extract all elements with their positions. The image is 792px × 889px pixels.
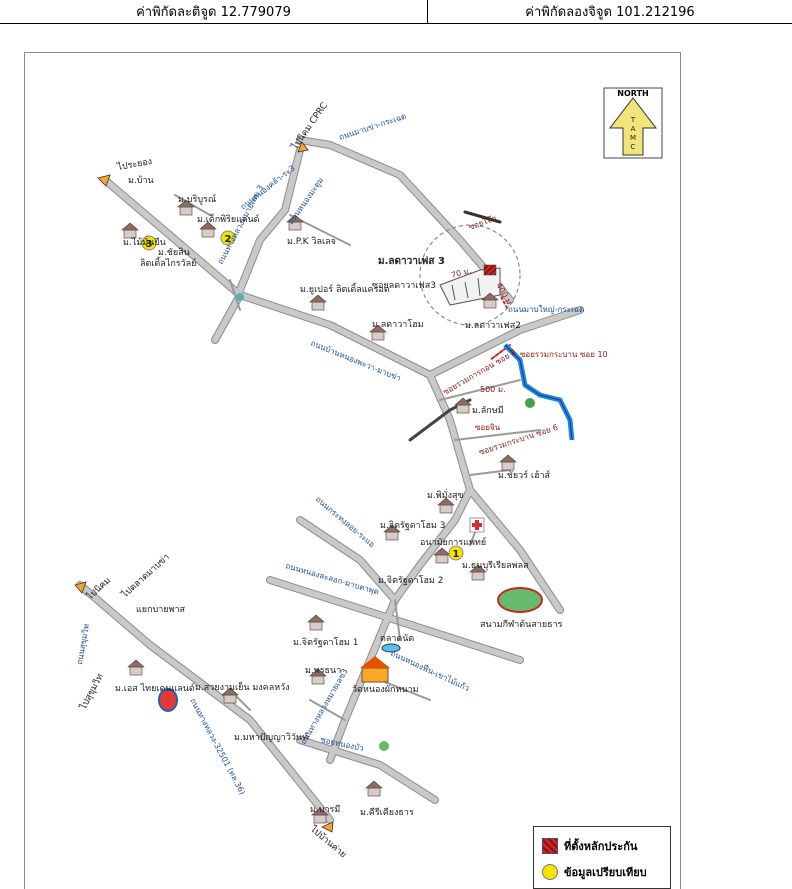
house-icon	[499, 454, 517, 471]
svg-text:ม.ลดาวาเฟส2: ม.ลดาวาเฟส2	[465, 321, 521, 331]
svg-text:T: T	[630, 116, 636, 124]
comparable-marker-1: 1	[448, 545, 464, 561]
svg-text:ม.มหาปัญญาวิวันท์: ม.มหาปัญญาวิวันท์	[234, 731, 308, 743]
svg-text:ม.พรธนา: ม.พรธนา	[305, 666, 341, 676]
canal	[503, 343, 575, 441]
longitude-cell: ค่าพิกัดลองจิจูด 101.212196	[427, 0, 792, 24]
svg-text:500 ม.: 500 ม.	[480, 385, 506, 394]
comparable-marker-3: 3	[141, 235, 157, 251]
north-arrow-icon: NORTH T A M C	[603, 87, 663, 159]
house-icon	[307, 614, 325, 631]
svg-text:ม.จิตรัฐดาโฮม 3: ม.จิตรัฐดาโฮม 3	[380, 520, 445, 531]
temple-icon	[360, 656, 390, 683]
svg-text:M: M	[630, 134, 636, 142]
svg-text:ถนนมาบใหญ่-กระเฉด: ถนนมาบใหญ่-กระเฉด	[508, 305, 584, 314]
legend-collateral: ที่ตั้งหลักประกัน	[542, 837, 637, 855]
svg-text:ม.ชัยวร์ เฮ้าส์: ม.ชัยวร์ เฮ้าส์	[498, 469, 551, 481]
direction-arrows	[74, 141, 334, 833]
svg-text:ถนนมาบข่า-กระเฉด: ถนนมาบข่า-กระเฉด	[338, 112, 408, 142]
svg-text:อนามัยการแพทย์: อนามัยการแพทย์	[420, 536, 486, 548]
svg-text:ซอยจิน: ซอยจิน	[475, 423, 501, 432]
stadium-icon	[497, 587, 543, 613]
svg-text:แยกบายพาส: แยกบายพาส	[136, 605, 186, 615]
subject-name: ม.ลดาวาเฟส 3	[378, 255, 445, 267]
gas-station-icon	[158, 688, 178, 712]
svg-text:ม.บ้าน: ม.บ้าน	[128, 175, 154, 186]
svg-text:ม.ลักษมี: ม.ลักษมี	[472, 405, 504, 416]
market-icon	[381, 643, 401, 653]
house-icon	[469, 564, 487, 581]
house-icon	[199, 221, 217, 238]
hospital-icon	[469, 517, 485, 533]
house-icon	[481, 292, 499, 309]
comparable-swatch-icon	[542, 864, 558, 880]
svg-text:ม.ลดาวาโฮม: ม.ลดาวาโฮม	[372, 319, 424, 330]
svg-text:ม.บารมี: ม.บารมี	[310, 804, 340, 815]
house-icon	[286, 214, 304, 231]
subject-parcel	[439, 264, 501, 306]
house-icon	[383, 524, 401, 541]
svg-text:NORTH: NORTH	[617, 89, 648, 98]
legend-comparable: ข้อมูลเปรียบเทียบ	[542, 863, 647, 881]
svg-text:ถนนกระทงลอย-ระแอ: ถนนกระทงลอย-ระแอ	[314, 495, 377, 550]
house-icon	[309, 294, 327, 311]
house-icon	[127, 659, 145, 676]
collateral-swatch-icon	[542, 838, 558, 854]
house-icon	[437, 497, 455, 514]
house-icon	[369, 324, 387, 341]
subject-soi: ซอยลดาวาเฟส3	[372, 281, 436, 291]
house-icon	[454, 397, 472, 414]
house-icon	[433, 547, 451, 564]
comparable-marker-2: 2	[220, 230, 236, 246]
house-icon	[121, 222, 139, 239]
svg-text:ซอยรวมกระบาน ซอย 10: ซอยรวมกระบาน ซอย 10	[520, 350, 608, 359]
svg-text:ไปตลาดมาบข่า: ไปตลาดมาบข่า	[119, 552, 172, 601]
svg-text:ลิตเติ้ลไกรวัลย์: ลิตเติ้ลไกรวัลย์	[140, 256, 196, 269]
svg-text:ม.คีรีเคียงธาร: ม.คีรีเคียงธาร	[360, 807, 414, 818]
svg-text:1: 1	[453, 549, 460, 560]
svg-text:ม.P.K วิลเลจ: ม.P.K วิลเลจ	[287, 236, 336, 247]
legend: ที่ตั้งหลักประกัน ข้อมูลเปรียบเทียบ	[533, 826, 671, 889]
svg-text:ม.เด็กพิริยแลนด์: ม.เด็กพิริยแลนด์	[197, 212, 260, 225]
svg-text:2: 2	[225, 234, 232, 245]
houses	[121, 199, 517, 824]
svg-text:สนามกีฬาต้นสายธาร: สนามกีฬาต้นสายธาร	[480, 619, 563, 630]
svg-text:ม.จิตรัฐดาโฮม 1: ม.จิตรัฐดาโฮม 1	[293, 637, 358, 648]
svg-text:ม.บริบูรณ์: ม.บริบูรณ์	[178, 193, 216, 205]
roads	[76, 136, 584, 824]
svg-text:ม.จิตรัฐดาโฮม 2: ม.จิตรัฐดาโฮม 2	[378, 575, 443, 586]
svg-text:ม.พิมั่งสุข: ม.พิมั่งสุข	[427, 488, 464, 501]
house-icon	[311, 807, 329, 824]
house-icon	[221, 687, 239, 704]
house-icon	[365, 780, 383, 797]
svg-text:3: 3	[146, 239, 153, 250]
coordinates-header: ค่าพิกัดละติจูด 12.779079 ค่าพิกัดลองจิจ…	[0, 0, 792, 24]
svg-text:ไประยอง: ไประยอง	[116, 156, 153, 173]
svg-text:ม.ชัยสิน: ม.ชัยสิน	[158, 247, 190, 258]
small-park-icon	[236, 293, 535, 751]
map-frame	[24, 52, 681, 889]
svg-text:วัดหนองผักหนาม: วัดหนองผักหนาม	[352, 685, 419, 695]
svg-text:ตลาดนัด: ตลาดนัด	[380, 634, 414, 644]
svg-text:ม.เอส ไทยเดนแลนด์: ม.เอส ไทยเดนแลนด์	[115, 682, 195, 694]
svg-text:ถนนบ้านหนองพะวา-มาบข่า: ถนนบ้านหนองพะวา-มาบข่า	[309, 339, 402, 384]
house-icon	[177, 199, 195, 216]
house-icon	[309, 668, 327, 685]
svg-text:ไปสุขุมวิท: ไปสุขุมวิท	[77, 672, 105, 712]
svg-text:ม.สวยงามเย็น มงคลหวัง: ม.สวยงามเย็น มงคลหวัง	[195, 680, 290, 693]
svg-text:ถนนสุขุมวิท: ถนนสุขุมวิท	[75, 623, 91, 665]
svg-text:ม.ธนบุรีเรียลพลส: ม.ธนบุรีเรียลพลส	[462, 560, 529, 571]
svg-text:A: A	[631, 125, 636, 133]
svg-text:C: C	[631, 143, 636, 151]
svg-text:ม.ยูเปอร์ ลิตเติ้ลแครอต: ม.ยูเปอร์ ลิตเติ้ลแครอต	[300, 282, 390, 295]
subject-radius-circle	[419, 224, 521, 326]
svg-text:ม.ไม้มั่นยืน: ม.ไม้มั่นยืน	[123, 235, 166, 248]
